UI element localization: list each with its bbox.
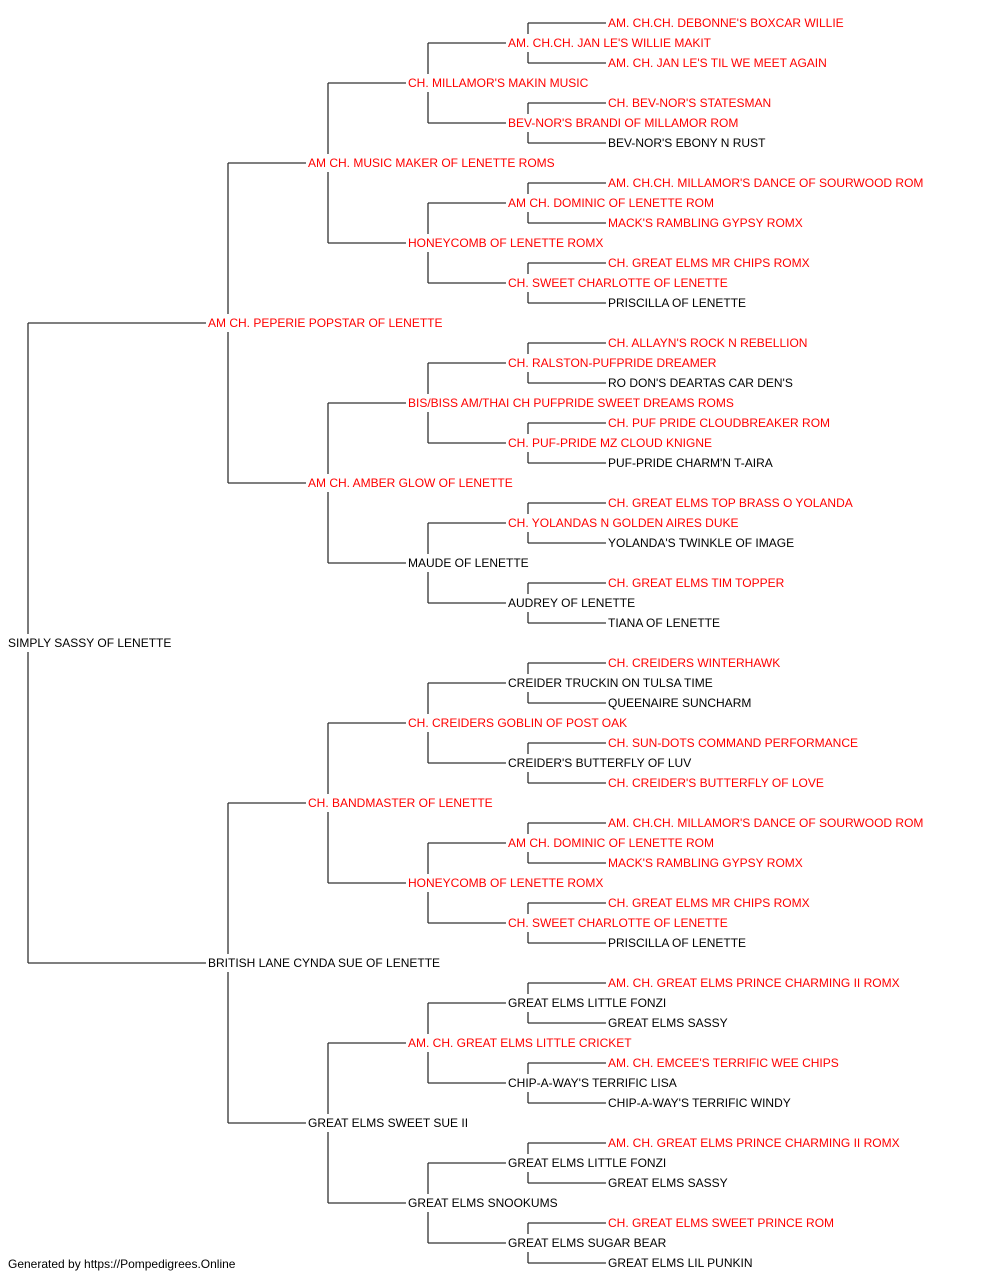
pedigree-node-root-dam-dam-sire-dam-sire: AM. CH. EMCEE'S TERRIFIC WEE CHIPS (608, 1056, 839, 1070)
pedigree-node-root-dam-dam: GREAT ELMS SWEET SUE II (308, 1116, 468, 1130)
pedigree-node-root-sire-dam-dam-dam-sire: CH. GREAT ELMS TIM TOPPER (608, 576, 785, 590)
pedigree-node-root-dam-sire-sire-sire: CREIDER TRUCKIN ON TULSA TIME (508, 676, 713, 690)
pedigree-node-root-sire-sire-dam: HONEYCOMB OF LENETTE ROMX (408, 236, 603, 250)
pedigree-node-root-dam-sire-sire-dam-dam: CH. CREIDER'S BUTTERFLY OF LOVE (608, 776, 824, 790)
pedigree-node-root-sire-dam-sire-sire-dam: RO DON'S DEARTAS CAR DEN'S (608, 376, 793, 390)
pedigree-node-root-sire-dam-sire-sire: CH. RALSTON-PUFPRIDE DREAMER (508, 356, 717, 370)
pedigree-node-root-sire-sire-dam-sire-dam: MACK'S RAMBLING GYPSY ROMX (608, 216, 803, 230)
pedigree-node-root-sire-sire-sire: CH. MILLAMOR'S MAKIN MUSIC (408, 76, 589, 90)
pedigree-node-root-sire-dam-dam-sire-dam: YOLANDA'S TWINKLE OF IMAGE (608, 536, 794, 550)
pedigree-node-root-sire-sire-sire-dam-sire: CH. BEV-NOR'S STATESMAN (608, 96, 771, 110)
pedigree-node-root-dam-dam-sire-dam-dam: CHIP-A-WAY'S TERRIFIC WINDY (608, 1096, 791, 1110)
pedigree-node-root-dam-sire-dam-dam-dam: PRISCILLA OF LENETTE (608, 936, 746, 950)
pedigree-node-root-dam-dam-dam-dam-sire: CH. GREAT ELMS SWEET PRINCE ROM (608, 1216, 834, 1230)
pedigree-node-root-sire-dam: AM CH. AMBER GLOW OF LENETTE (308, 476, 513, 490)
pedigree-node-root-dam-dam-dam-sire-dam: GREAT ELMS SASSY (608, 1176, 728, 1190)
pedigree-node-root-dam-sire-sire-sire-sire: CH. CREIDERS WINTERHAWK (608, 656, 780, 670)
pedigree-node-root-sire-dam-sire-dam: CH. PUF-PRIDE MZ CLOUD KNIGNE (508, 436, 712, 450)
pedigree-node-root-dam-sire-dam-dam: CH. SWEET CHARLOTTE OF LENETTE (508, 916, 728, 930)
pedigree-node-root-sire-dam-dam: MAUDE OF LENETTE (408, 556, 529, 570)
pedigree-node-root-dam-sire-sire-dam-sire: CH. SUN-DOTS COMMAND PERFORMANCE (608, 736, 858, 750)
pedigree-node-root-sire-dam-dam-sire-sire: CH. GREAT ELMS TOP BRASS O YOLANDA (608, 496, 853, 510)
pedigree-node-root-dam-sire-sire-dam: CREIDER'S BUTTERFLY OF LUV (508, 756, 691, 770)
pedigree-node-root-sire-dam-dam-dam-dam: TIANA OF LENETTE (608, 616, 720, 630)
pedigree-node-root-sire-sire-sire-dam: BEV-NOR'S BRANDI OF MILLAMOR ROM (508, 116, 738, 130)
pedigree-node-root-sire: AM CH. PEPERIE POPSTAR OF LENETTE (208, 316, 443, 330)
footer-credit: Generated by https://Pompedigrees.Online (8, 1257, 236, 1271)
pedigree-node-root-dam-dam-dam-sire: GREAT ELMS LITTLE FONZI (508, 1156, 666, 1170)
pedigree-node-root-dam-dam-dam: GREAT ELMS SNOOKUMS (408, 1196, 558, 1210)
pedigree-node-root-dam-sire-dam-sire: AM CH. DOMINIC OF LENETTE ROM (508, 836, 714, 850)
pedigree-node-root-sire-dam-sire-dam-dam: PUF-PRIDE CHARM'N T-AIRA (608, 456, 773, 470)
pedigree-node-root-dam-sire-sire-sire-dam: QUEENAIRE SUNCHARM (608, 696, 751, 710)
pedigree-node-root-dam-sire-dam-sire-sire: AM. CH.CH. MILLAMOR'S DANCE OF SOURWOOD … (608, 816, 923, 830)
pedigree-node-root-sire-dam-dam-sire: CH. YOLANDAS N GOLDEN AIRES DUKE (508, 516, 739, 530)
pedigree-node-root-sire-dam-dam-dam: AUDREY OF LENETTE (508, 596, 635, 610)
pedigree-node-root-dam: BRITISH LANE CYNDA SUE OF LENETTE (208, 956, 440, 970)
pedigree-node-root-sire-sire: AM CH. MUSIC MAKER OF LENETTE ROMS (308, 156, 555, 170)
pedigree-node-root-dam-dam-sire-sire-dam: GREAT ELMS SASSY (608, 1016, 728, 1030)
pedigree-node-root-dam-dam-dam-dam: GREAT ELMS SUGAR BEAR (508, 1236, 667, 1250)
pedigree-node-root-dam-dam-dam-sire-sire: AM. CH. GREAT ELMS PRINCE CHARMING II RO… (608, 1136, 900, 1150)
pedigree-node-root-sire-sire-dam-sire: AM CH. DOMINIC OF LENETTE ROM (508, 196, 714, 210)
pedigree-node-root-sire-sire-dam-sire-sire: AM. CH.CH. MILLAMOR'S DANCE OF SOURWOOD … (608, 176, 923, 190)
pedigree-node-root-dam-dam-sire: AM. CH. GREAT ELMS LITTLE CRICKET (408, 1036, 632, 1050)
pedigree-node-root-sire-dam-sire: BIS/BISS AM/THAI CH PUFPRIDE SWEET DREAM… (408, 396, 734, 410)
pedigree-node-root-sire-sire-dam-dam-sire: CH. GREAT ELMS MR CHIPS ROMX (608, 256, 810, 270)
pedigree-node-root-dam-dam-sire-sire: GREAT ELMS LITTLE FONZI (508, 996, 666, 1010)
pedigree-node-root-dam-dam-sire-sire-sire: AM. CH. GREAT ELMS PRINCE CHARMING II RO… (608, 976, 900, 990)
pedigree-node-root-dam-sire-dam-sire-dam: MACK'S RAMBLING GYPSY ROMX (608, 856, 803, 870)
pedigree-node-root-dam-sire: CH. BANDMASTER OF LENETTE (308, 796, 493, 810)
pedigree-node-root-sire-sire-sire-dam-dam: BEV-NOR'S EBONY N RUST (608, 136, 766, 150)
pedigree-node-root-dam-sire-dam: HONEYCOMB OF LENETTE ROMX (408, 876, 603, 890)
pedigree-node-root-sire-sire-dam-dam: CH. SWEET CHARLOTTE OF LENETTE (508, 276, 728, 290)
pedigree-node-root-sire-sire-sire-sire-sire: AM. CH.CH. DEBONNE'S BOXCAR WILLIE (608, 16, 844, 30)
pedigree-node-root-dam-sire-sire: CH. CREIDERS GOBLIN OF POST OAK (408, 716, 627, 730)
pedigree-node-root-dam-sire-dam-dam-sire: CH. GREAT ELMS MR CHIPS ROMX (608, 896, 810, 910)
pedigree-node-root-dam-dam-dam-dam-dam: GREAT ELMS LIL PUNKIN (608, 1256, 753, 1270)
pedigree-node-root-sire-dam-sire-sire-sire: CH. ALLAYN'S ROCK N REBELLION (608, 336, 807, 350)
pedigree-node-root-sire-sire-dam-dam-dam: PRISCILLA OF LENETTE (608, 296, 746, 310)
pedigree-node-root-sire-sire-sire-sire-dam: AM. CH. JAN LE'S TIL WE MEET AGAIN (608, 56, 827, 70)
pedigree-node-root-sire-sire-sire-sire: AM. CH.CH. JAN LE'S WILLIE MAKIT (508, 36, 712, 50)
pedigree-node-root: SIMPLY SASSY OF LENETTE (8, 636, 171, 650)
pedigree-node-root-sire-dam-sire-dam-sire: CH. PUF PRIDE CLOUDBREAKER ROM (608, 416, 830, 430)
pedigree-node-root-dam-dam-sire-dam: CHIP-A-WAY'S TERRIFIC LISA (508, 1076, 677, 1090)
